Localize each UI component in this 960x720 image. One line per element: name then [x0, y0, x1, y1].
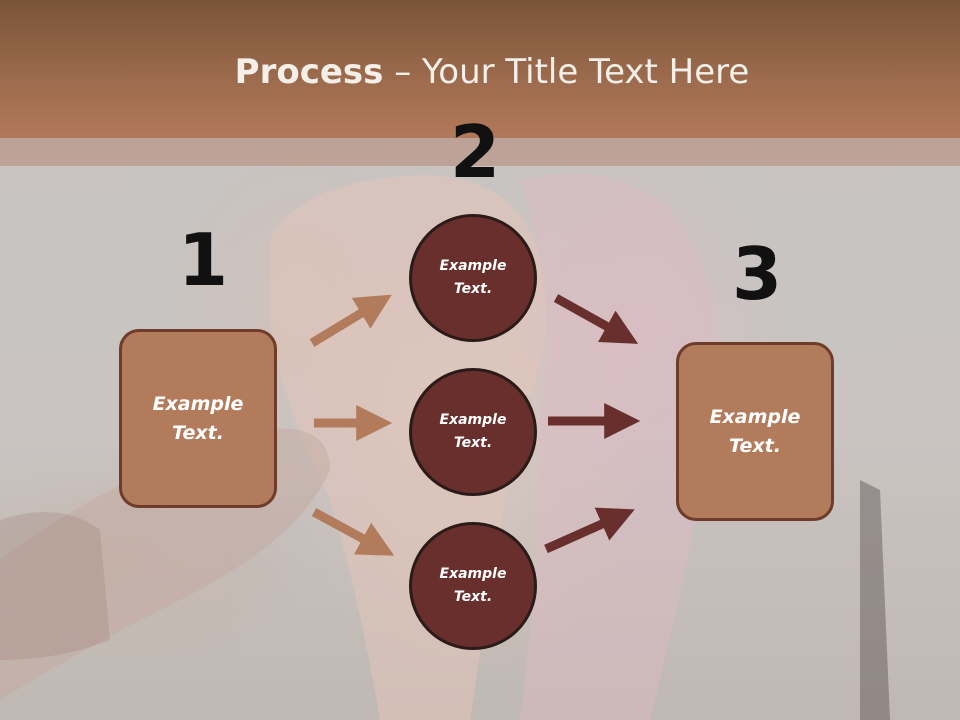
step-2-circle-2: Example Text.	[409, 368, 537, 496]
step-1-label: Example Text.	[152, 392, 244, 444]
slide-title: Process – Your Title Text Here	[0, 52, 960, 92]
step-2-item-2: Example Text.	[439, 412, 507, 451]
step-2-circle-1: Example Text.	[409, 214, 537, 342]
step-3-box: Example Text.	[676, 342, 834, 521]
title-rest: Your Title Text Here	[422, 52, 750, 92]
arrow-1-to-2a	[309, 294, 392, 347]
title-bar	[0, 0, 960, 138]
step-2-number: 2	[450, 110, 501, 194]
arrow-1-to-2c	[311, 508, 395, 556]
arrow-2c-to-3	[544, 507, 635, 554]
title-band	[0, 138, 960, 166]
step-3-number: 3	[732, 232, 783, 316]
step-2-item-3: Example Text.	[439, 566, 507, 605]
title-bold: Process	[234, 52, 384, 92]
step-2-item-1: Example Text.	[439, 258, 507, 297]
step-1-box: Example Text.	[119, 329, 277, 508]
arrow-2a-to-3	[553, 294, 639, 344]
step-3-label: Example Text.	[709, 405, 801, 457]
title-dash: –	[383, 52, 423, 92]
step-1-number: 1	[178, 218, 229, 302]
step-2-circle-3: Example Text.	[409, 522, 537, 650]
